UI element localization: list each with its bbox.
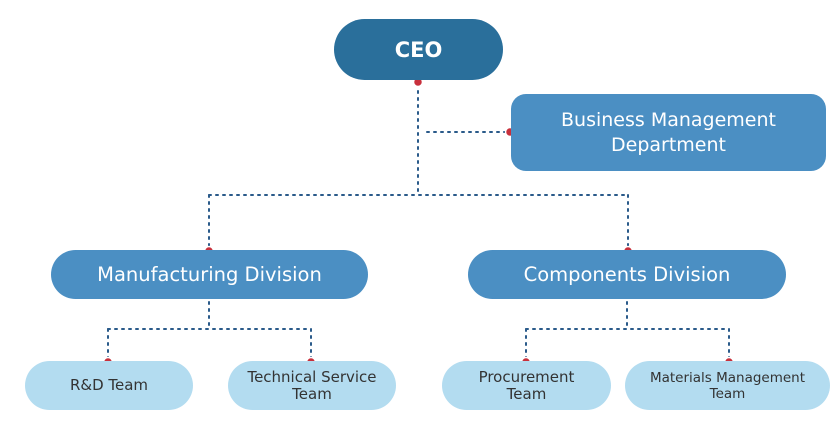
node-materials-line2: Team [709, 385, 746, 402]
node-procurement-line1: Procurement [478, 367, 575, 386]
node-materials-management-team: Materials Management Team [625, 361, 830, 410]
node-technical-service-team: Technical Service Team [228, 361, 396, 410]
node-components-division: Components Division [468, 250, 786, 299]
node-manufacturing-division: Manufacturing Division [51, 250, 368, 299]
node-business-management-line1: Business Management [561, 108, 776, 131]
node-business-management-line2: Department [611, 133, 726, 156]
node-ceo-label: CEO [394, 37, 443, 62]
node-procurement-team: Procurement Team [442, 361, 611, 410]
node-ceo: CEO [334, 19, 503, 80]
node-components-label: Components Division [523, 263, 731, 286]
node-business-management: Business Management Department [511, 94, 826, 171]
node-materials-line1: Materials Management [649, 369, 806, 386]
node-technical-line2: Team [292, 384, 332, 403]
node-rd-label: R&D Team [69, 376, 149, 394]
node-manufacturing-label: Manufacturing Division [97, 263, 322, 286]
node-rd-team: R&D Team [25, 361, 193, 410]
node-procurement-line2: Team [506, 384, 547, 403]
node-technical-line1: Technical Service [247, 367, 377, 386]
